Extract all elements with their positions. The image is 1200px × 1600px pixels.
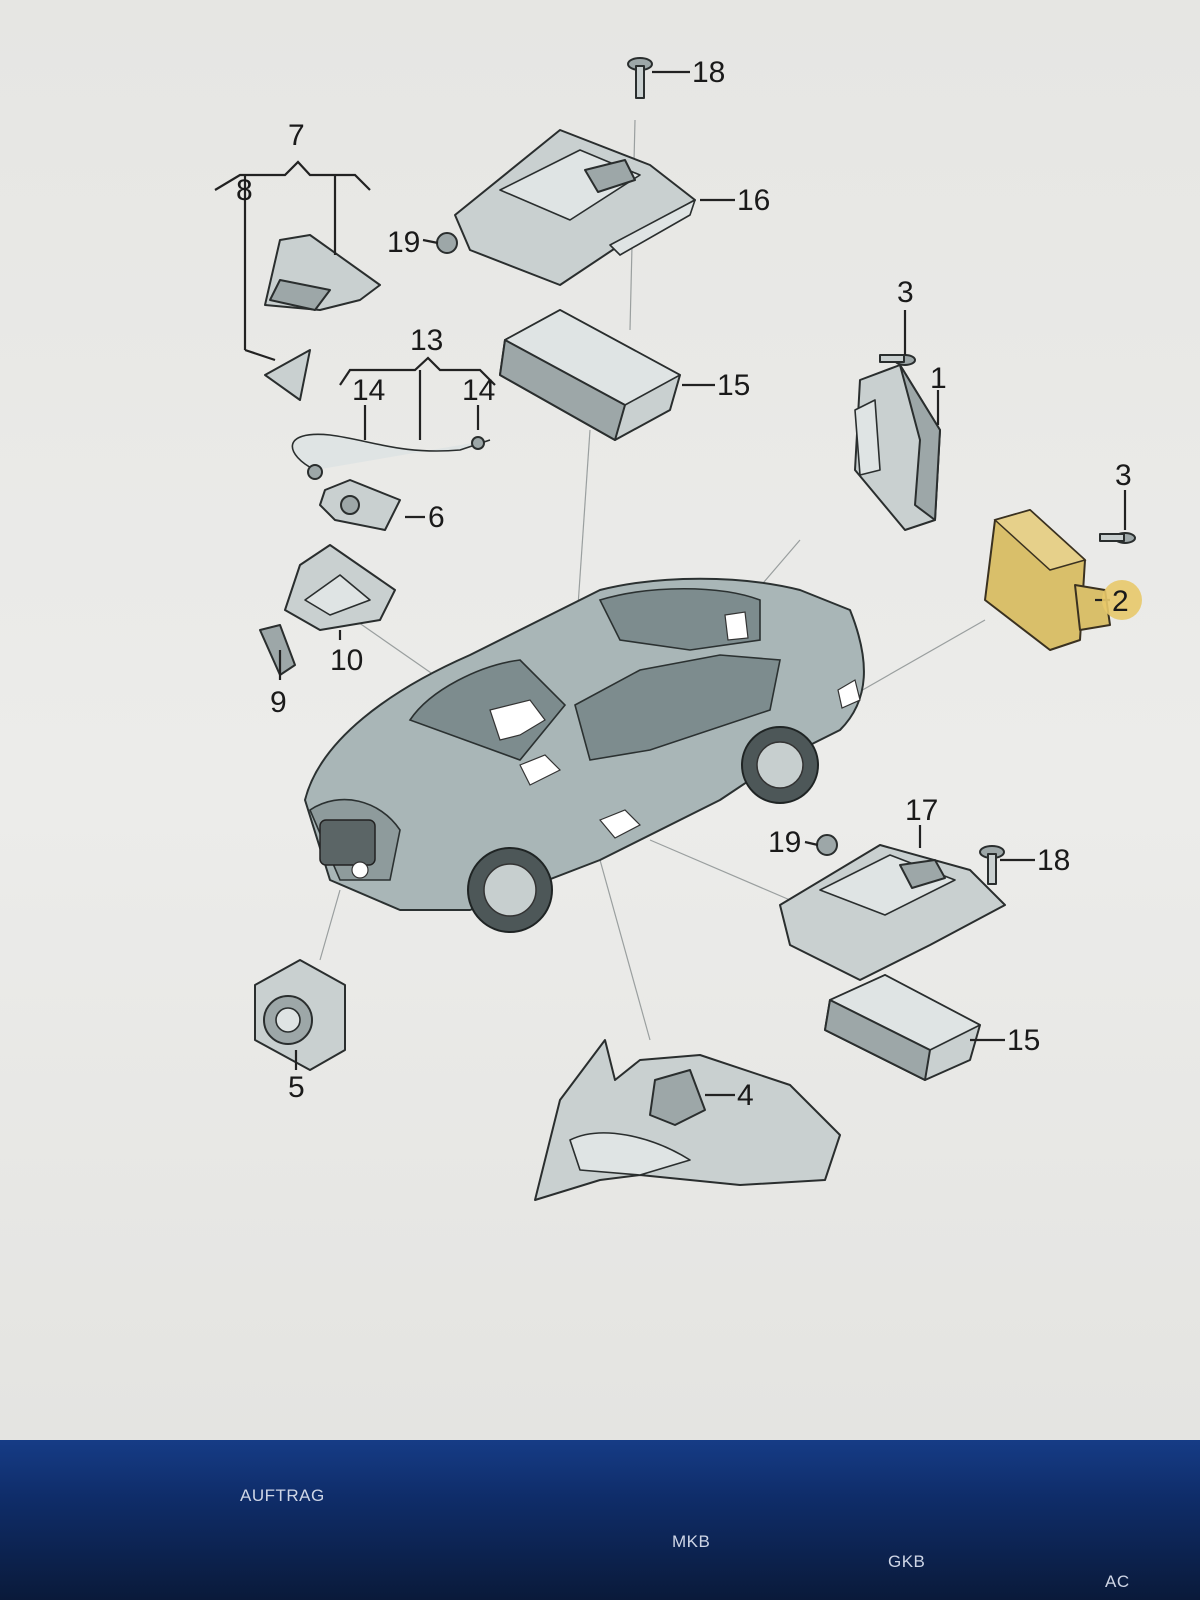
vehicle-illustration [304, 577, 865, 933]
part-7-sensor-bracket[interactable] [264, 234, 381, 311]
part-18-screw-top[interactable] [627, 57, 653, 99]
part-2-radar-sensor-highlighted[interactable] [984, 509, 1111, 651]
part-15-control-unit-upper[interactable] [499, 309, 681, 441]
exterior-mirror [534, 1039, 841, 1201]
callout-3-lower[interactable]: 3 [1115, 459, 1132, 492]
part-17-lower-bracket[interactable] [779, 844, 1006, 981]
callout-7[interactable]: 7 [288, 119, 305, 152]
callout-19-lower[interactable]: 19 [768, 826, 801, 859]
callout-1[interactable]: 1 [930, 362, 947, 395]
callout-18-lower[interactable]: 18 [1037, 844, 1070, 877]
part-5-camera[interactable] [254, 959, 346, 1071]
part-9-clip[interactable] [259, 624, 296, 676]
exploded-parts-diagram: 18 16 19 15 7 8 13 14 14 6 10 9 3 1 3 2 … [214, 56, 1142, 1201]
part-3-screw-upper[interactable] [879, 354, 916, 366]
part-19-nut-top[interactable] [436, 232, 458, 254]
callout-6[interactable]: 6 [428, 501, 445, 534]
part-13-wiring-harness[interactable] [291, 433, 491, 480]
callout-5[interactable]: 5 [288, 1071, 305, 1104]
parts-diagram-area: 18 16 19 15 7 8 13 14 14 6 10 9 3 1 3 2 … [0, 0, 1200, 1440]
callout-16[interactable]: 16 [737, 184, 770, 217]
callout-15-lower[interactable]: 15 [1007, 1024, 1040, 1057]
callout-19-top[interactable]: 19 [387, 226, 420, 259]
part-10-housing[interactable] [284, 544, 396, 631]
callout-17[interactable]: 17 [905, 794, 938, 827]
taskbar-tab-mkb[interactable]: MKB [672, 1532, 711, 1551]
callout-4[interactable]: 4 [737, 1079, 754, 1112]
part-6-camera[interactable] [319, 479, 401, 531]
callout-15-upper[interactable]: 15 [717, 369, 750, 402]
taskbar-tab-gkb[interactable]: GKB [888, 1552, 926, 1571]
callout-9[interactable]: 9 [270, 686, 287, 719]
part-3-screw-lower[interactable] [1099, 532, 1136, 544]
callout-3-upper[interactable]: 3 [897, 276, 914, 309]
callout-14-right[interactable]: 14 [462, 374, 495, 407]
callout-10[interactable]: 10 [330, 644, 363, 677]
part-18-screw-lower[interactable] [979, 845, 1005, 885]
callout-labels: 18 16 19 15 7 8 13 14 14 6 10 9 3 1 3 2 … [236, 56, 1132, 1112]
part-15-control-unit-lower[interactable] [824, 974, 981, 1081]
taskbar-tab-auftrag[interactable]: AUFTRAG [240, 1486, 325, 1505]
part-19-nut-lower[interactable] [816, 834, 838, 856]
highlight-halo-2 [1102, 580, 1142, 620]
part-4-camera[interactable] [649, 1069, 706, 1126]
callout-2[interactable]: 2 [1112, 585, 1129, 618]
callout-8[interactable]: 8 [236, 174, 253, 207]
callout-18-top[interactable]: 18 [692, 56, 725, 89]
callout-14-left[interactable]: 14 [352, 374, 385, 407]
taskbar-tab-ac[interactable]: AC [1105, 1572, 1130, 1591]
part-1-radar-control-unit[interactable] [854, 364, 941, 531]
part-8-cover[interactable] [264, 349, 311, 401]
callout-13[interactable]: 13 [410, 324, 443, 357]
application-taskbar: AUFTRAG MKB GKB AC [0, 1440, 1200, 1600]
part-16-upper-bracket[interactable] [454, 129, 696, 286]
